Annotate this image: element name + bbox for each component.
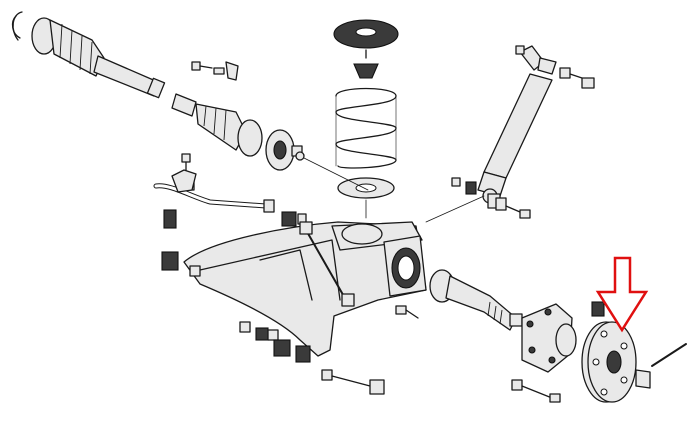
trailing-arm-body — [183, 221, 427, 357]
leader-lines — [303, 157, 485, 223]
arm-pivot-bush — [161, 251, 179, 271]
shock-absorber-body — [483, 73, 553, 179]
coil-spring-assembly — [333, 19, 399, 199]
stub-axle-assembly — [429, 269, 605, 403]
cv-joint-inner — [237, 119, 263, 157]
anti-roll-bar — [153, 169, 307, 229]
coil-spring — [335, 87, 397, 169]
shock-absorber-assembly — [451, 45, 595, 219]
trailing-arm — [161, 221, 427, 363]
shaft-collar — [171, 93, 197, 117]
bump-stop — [353, 63, 379, 79]
lower-fasteners — [239, 305, 419, 395]
hub-nut — [635, 369, 651, 389]
roll-bar-bush — [163, 209, 177, 229]
drive-shaft-assembly — [11, 11, 305, 171]
arrow-down-icon — [595, 256, 649, 333]
wheel-hub-flange — [581, 321, 687, 403]
stub-axle-shaft — [445, 275, 517, 331]
